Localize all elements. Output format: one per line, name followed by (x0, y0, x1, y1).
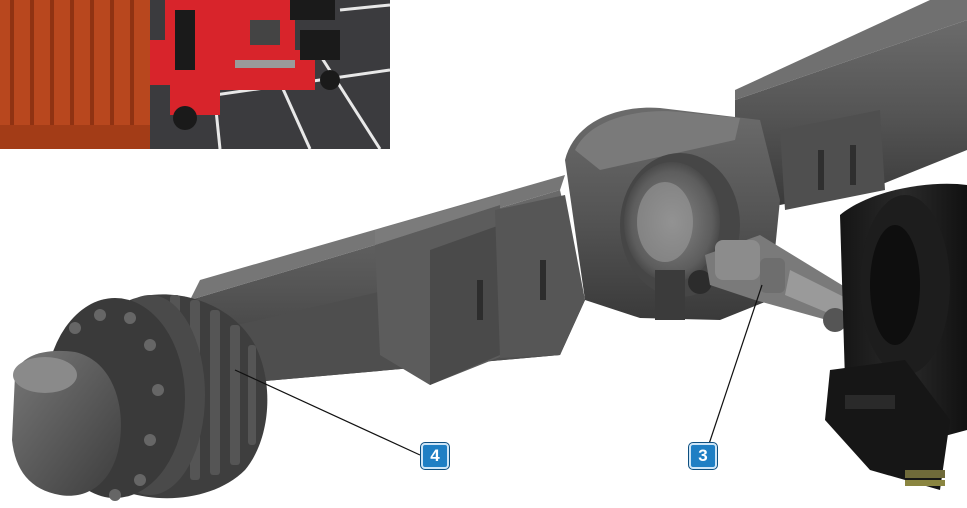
callout-label-3: 3 (698, 446, 708, 465)
propeller-shaft (705, 235, 850, 332)
transmission-housing (825, 183, 967, 490)
callout-badge-4: 4 (421, 443, 449, 469)
inset-photo-graphic (0, 0, 390, 149)
inset-photo-reach-stacker (0, 0, 390, 149)
axle-beam-right (735, 0, 967, 210)
axle-beam-left (190, 175, 585, 385)
callout-badge-3: 3 (689, 443, 717, 469)
callout-label-4: 4 (430, 446, 440, 465)
leader-line-3 (706, 284, 763, 451)
leader-line-4 (234, 369, 421, 456)
wheel-hub (12, 294, 268, 501)
